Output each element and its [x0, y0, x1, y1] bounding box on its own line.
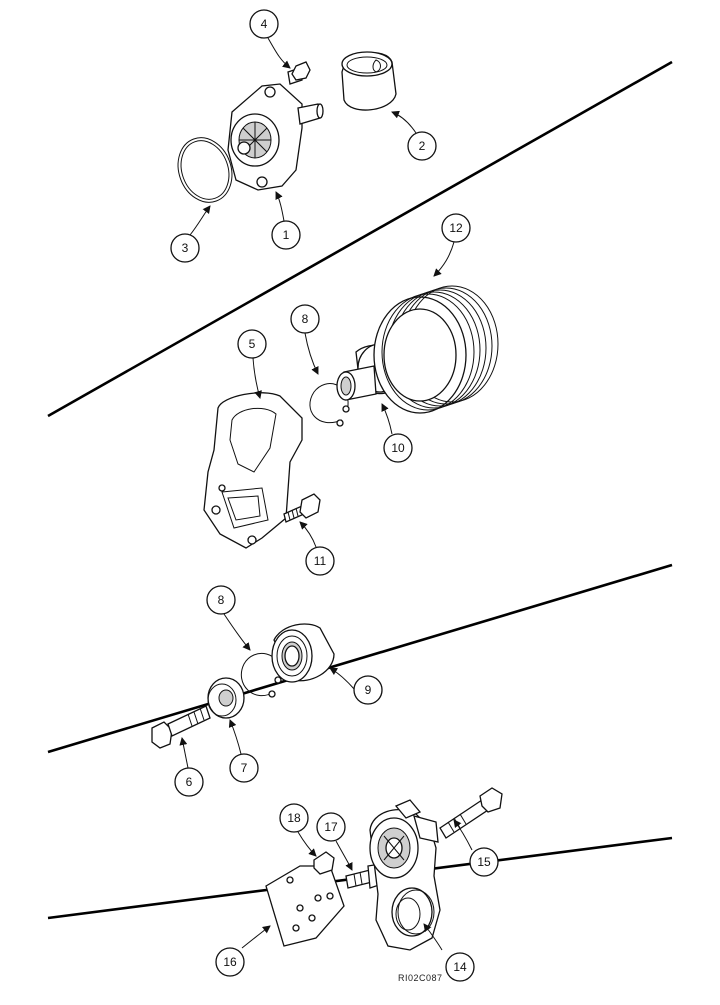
bearing-part [271, 623, 335, 683]
bracket-part [203, 392, 303, 549]
leader-line-6 [179, 737, 189, 769]
sleeve-part [341, 51, 397, 111]
callout-2: 2 [407, 131, 437, 161]
reference-code: RI02C087 [398, 973, 443, 983]
water-pump-part [227, 83, 324, 191]
svg-text:16: 16 [223, 955, 237, 969]
leader-line-11 [299, 521, 317, 548]
washer-part [207, 677, 245, 719]
callout-6: 6 [174, 767, 204, 797]
leader-line-8b [223, 613, 251, 651]
callout-8a: 8 [290, 304, 320, 334]
callout-5: 5 [237, 329, 267, 359]
svg-text:3: 3 [182, 241, 189, 255]
callout-8b: 8 [206, 585, 236, 615]
leader-line-15 [453, 819, 473, 851]
leader-line-5 [252, 357, 262, 399]
bolt-part-4 [287, 61, 311, 85]
divider-line-middle [47, 563, 673, 754]
leader-line-7 [228, 719, 242, 755]
leader-line-8a [304, 332, 319, 375]
svg-text:10: 10 [391, 441, 405, 455]
leader-line-9 [329, 667, 356, 691]
bolt-part-11 [283, 493, 321, 523]
leader-line-4 [267, 37, 291, 69]
o-ring-part [177, 137, 233, 203]
mount-plate-part [265, 865, 345, 947]
leader-line-10 [381, 403, 393, 435]
leader-line-16 [241, 925, 271, 949]
callout-7: 7 [229, 753, 259, 783]
leader-line-18 [297, 831, 317, 857]
svg-text:14: 14 [453, 960, 467, 974]
svg-text:15: 15 [477, 855, 491, 869]
svg-text:9: 9 [365, 683, 372, 697]
leader-line-2 [391, 110, 417, 134]
leader-line-17 [335, 840, 353, 871]
callout-4: 4 [249, 9, 279, 39]
svg-text:12: 12 [449, 221, 463, 235]
svg-text:6: 6 [186, 775, 193, 789]
callout-18: 18 [279, 803, 309, 833]
bolt-part-6 [151, 705, 211, 749]
svg-text:4: 4 [261, 17, 268, 31]
callout-17: 17 [316, 812, 346, 842]
callout-15: 15 [469, 847, 499, 877]
tensioner-part [369, 799, 441, 951]
callout-10: 10 [383, 433, 413, 463]
callout-11: 11 [305, 546, 335, 576]
leader-line-3 [189, 205, 211, 236]
svg-text:17: 17 [324, 820, 338, 834]
callout-9: 9 [353, 675, 383, 705]
svg-text:11: 11 [314, 554, 327, 568]
svg-text:5: 5 [249, 337, 256, 351]
leader-lines [179, 37, 473, 951]
bolt-part-15 [439, 787, 503, 839]
leader-line-1 [275, 191, 285, 222]
svg-text:7: 7 [241, 761, 248, 775]
svg-text:18: 18 [287, 811, 301, 825]
callout-group: 1 2 3 4 5 8 12 10 11 8 9 6 7 18 17 15 16… [170, 9, 499, 982]
svg-text:1: 1 [283, 228, 290, 242]
svg-text:8: 8 [218, 593, 225, 607]
leader-line-12 [433, 241, 455, 277]
callout-14: 14 [445, 952, 475, 982]
callout-16: 16 [215, 947, 245, 977]
callout-12: 12 [441, 213, 471, 243]
callout-3: 3 [170, 233, 200, 263]
svg-text:8: 8 [302, 312, 309, 326]
svg-text:2: 2 [419, 139, 426, 153]
bolt-part-18 [313, 851, 335, 875]
callout-1: 1 [271, 220, 301, 250]
leader-line-14 [423, 923, 443, 951]
divider-line-top [47, 60, 673, 418]
pulley-part [373, 285, 499, 414]
